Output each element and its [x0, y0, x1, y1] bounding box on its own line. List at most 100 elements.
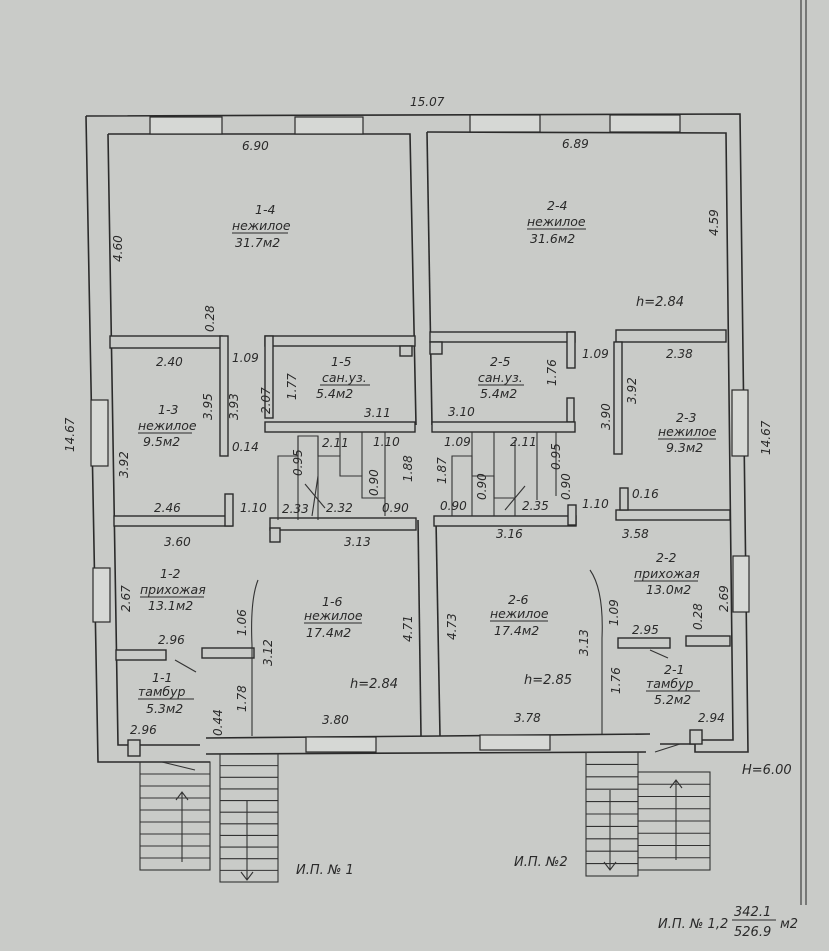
- dimension-label: 2.46: [154, 501, 181, 515]
- room-area: 9.3м2: [666, 440, 703, 455]
- room-2-3: 2-3 нежилое 9.3м2: [658, 410, 717, 455]
- dimension-label: 3.12: [261, 639, 275, 666]
- dimension-label: 2.96: [130, 723, 157, 737]
- dimension-label: 0.90: [475, 473, 489, 500]
- dimension-label: 3.78: [514, 711, 541, 725]
- stairs-left: [277, 432, 386, 520]
- room-type: сан.уз.: [478, 370, 523, 385]
- dimension-label: 0.28: [203, 305, 217, 332]
- room-id: 2-4: [547, 198, 567, 213]
- dimension-label: 4.59: [707, 209, 721, 236]
- dimension-label: 3.93: [227, 393, 241, 420]
- dimension-label: 3.13: [344, 535, 371, 549]
- exterior-stairs: [139, 751, 711, 883]
- dimension-label: 2.40: [156, 355, 183, 369]
- unit1-label: И.П. № 1: [296, 863, 354, 878]
- room-area: 5.4м2: [316, 386, 353, 401]
- dimension-label: 3.58: [622, 527, 649, 541]
- room-area: 5.3м2: [146, 701, 183, 716]
- room-2-4: 2-4 нежилое 31.6м2: [527, 198, 586, 246]
- dimension-label: 1.77: [285, 373, 299, 400]
- dimension-label: 1.88: [401, 455, 415, 482]
- dimensions-unit1: 6.90 4.60 0.28 2.40 1.09 3.95 3.93 2.07 …: [111, 139, 415, 737]
- total-area: И.П. № 1,2 342.1 526.9 м2: [658, 905, 798, 940]
- room-type: нежилое: [304, 608, 363, 623]
- room-1-5: 1-5 сан.уз. 5.4м2: [316, 354, 370, 401]
- total-unit: м2: [780, 917, 798, 932]
- dimension-label: 4.71: [401, 615, 415, 642]
- dimension-label: 0.90: [440, 499, 467, 513]
- room-area: 17.4м2: [494, 623, 539, 638]
- dimension-label: 1.78: [235, 685, 249, 712]
- room-id: 2-5: [490, 354, 510, 369]
- room-area: 13.1м2: [148, 598, 193, 613]
- dimension-label: 3.16: [496, 527, 523, 541]
- room-type: прихожая: [140, 582, 206, 597]
- dimension-label: 0.28: [691, 603, 705, 630]
- windows-bottom: [305, 734, 551, 753]
- dimension-label: 2.69: [717, 585, 731, 612]
- dimension-label: 6.89: [562, 137, 589, 151]
- total-label: И.П. № 1,2: [658, 917, 728, 932]
- windows-top: [149, 114, 681, 135]
- dimension-label: 1.87: [435, 457, 449, 484]
- room-area: 13.0м2: [646, 582, 691, 597]
- overall-width-label: 15.07: [410, 95, 445, 109]
- room-id: 1-5: [331, 354, 351, 369]
- dimension-label: 0.90: [367, 469, 381, 496]
- dimension-label: 2.33: [282, 502, 309, 516]
- dimension-label: 1.76: [609, 667, 623, 694]
- dimension-label: 3.80: [322, 713, 349, 727]
- dimension-label: 0.90: [382, 501, 409, 515]
- dimension-label: 3.90: [599, 403, 613, 430]
- room-1-1: 1-1 тамбур 5.3м2: [138, 670, 194, 716]
- room-id: 1-1: [152, 670, 172, 685]
- dimension-label: 2.07: [259, 387, 273, 414]
- dimension-label: 1.09: [232, 351, 259, 365]
- stair-arrows: [175, 779, 683, 881]
- room-2-6: 2-6 нежилое 17.4м2: [490, 592, 549, 638]
- room-type: тамбур: [646, 676, 693, 691]
- room-id: 1-4: [255, 202, 275, 217]
- room-id: 2-2: [656, 550, 676, 565]
- ceiling-height-unit1: h=2.84: [350, 677, 398, 692]
- dimension-label: 3.10: [448, 405, 475, 419]
- room-area: 31.6м2: [530, 231, 575, 246]
- room-type: прихожая: [634, 566, 700, 581]
- dimension-label: 3.92: [117, 451, 131, 478]
- door-swings: [127, 569, 703, 771]
- room-area: 5.2м2: [654, 692, 691, 707]
- dimension-label: 4.60: [111, 235, 125, 262]
- dimension-label: 3.11: [364, 406, 391, 420]
- dimension-label: 2.11: [510, 435, 537, 449]
- dimension-label: 1.10: [373, 435, 400, 449]
- dimension-label: 1.09: [582, 347, 609, 361]
- dimension-label: 0.16: [632, 487, 659, 501]
- dimension-label: 0.14: [232, 440, 259, 454]
- windows-side: [90, 389, 750, 623]
- dimension-label: 3.60: [164, 535, 191, 549]
- dimension-label: 1.76: [545, 359, 559, 386]
- dimension-label: 1.10: [582, 497, 609, 511]
- room-type: нежилое: [232, 218, 291, 233]
- outer-walls: [85, 113, 749, 763]
- dimension-label: 2.35: [522, 499, 549, 513]
- room-area: 17.4м2: [306, 625, 351, 640]
- stairs-right: [451, 432, 557, 516]
- room-1-4: 1-4 нежилое 31.7м2: [232, 202, 291, 250]
- dimension-label: 0.90: [559, 473, 573, 500]
- room-type: нежилое: [490, 606, 549, 621]
- dimension-label: 1.10: [240, 501, 267, 515]
- room-area: 31.7м2: [235, 235, 280, 250]
- dimension-label: 0.44: [211, 709, 225, 736]
- dimension-label: 6.90: [242, 139, 269, 153]
- dimension-label: 1.09: [444, 435, 471, 449]
- room-id: 2-3: [676, 410, 696, 425]
- total-numerator: 342.1: [734, 905, 771, 920]
- room-type: тамбур: [138, 684, 185, 699]
- dimension-label: 1.09: [607, 599, 621, 626]
- room-1-3: 1-3 нежилое 9.5м2: [138, 402, 197, 449]
- room-type: нежилое: [527, 214, 586, 229]
- unit2-label: И.П. №2: [514, 855, 568, 870]
